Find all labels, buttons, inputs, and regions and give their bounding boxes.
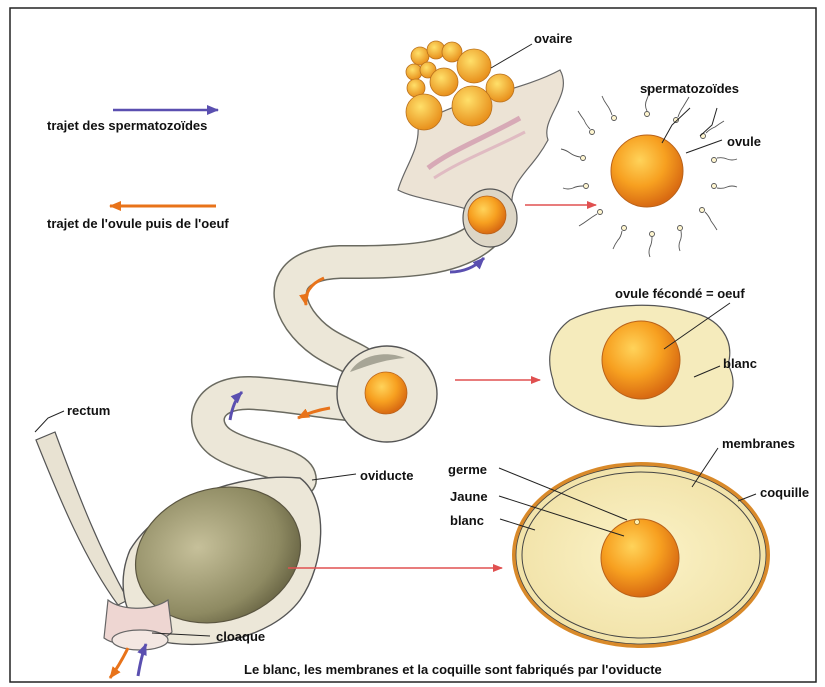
infundibulum-ovule [468, 196, 506, 234]
egg-germ [635, 520, 640, 525]
label-spermatozoides: spermatozoïdes [640, 82, 739, 95]
tube-egg-yolk [365, 372, 407, 414]
label-ovule-feconde: ovule fécondé = oeuf [615, 287, 745, 300]
label-blanc-egg: blanc [450, 514, 484, 527]
label-ovaire: ovaire [534, 32, 572, 45]
label-jaune: Jaune [450, 490, 488, 503]
label-membranes: membranes [722, 437, 795, 450]
label-oviducte: oviducte [360, 469, 413, 482]
legend-egg-path: trajet de l'ovule puis de l'oeuf [47, 217, 229, 230]
rectum-tube [36, 432, 128, 605]
label-ovule: ovule [727, 135, 761, 148]
egg-arrow-exit [110, 648, 128, 678]
egg-yolk [601, 519, 679, 597]
legend-sperm-path: trajet des spermatozoïdes [47, 119, 207, 132]
label-coquille: coquille [760, 486, 809, 499]
fertilized-egg-yolk [602, 321, 680, 399]
caption: Le blanc, les membranes et la coquille s… [244, 663, 662, 676]
label-rectum: rectum [67, 404, 110, 417]
label-cloaque: cloaque [216, 630, 265, 643]
label-germe: germe [448, 463, 487, 476]
ovule-with-sperm [561, 87, 737, 257]
oviduct-tube [208, 230, 488, 480]
label-blanc-fertilized: blanc [723, 357, 757, 370]
